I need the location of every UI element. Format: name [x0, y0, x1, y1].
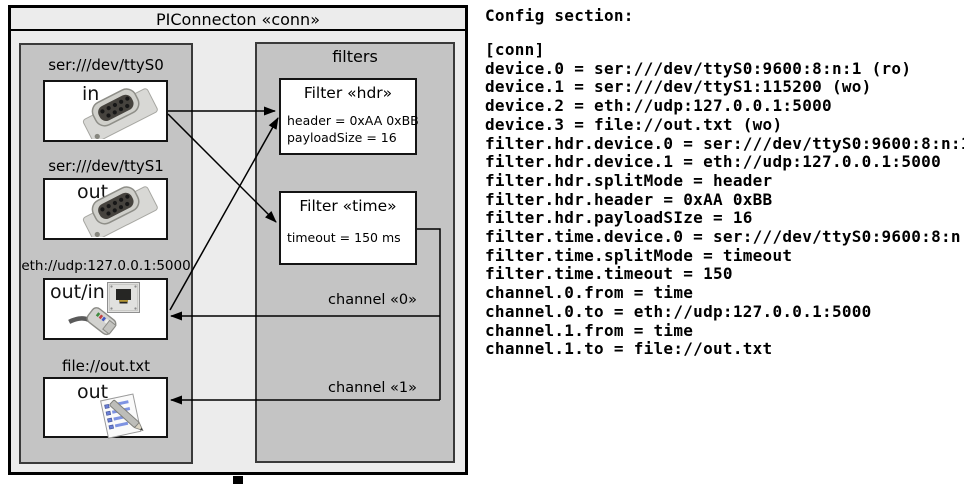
serial-port-icon: [82, 88, 158, 139]
filter-property: header = 0xAA 0xBB: [287, 113, 419, 128]
device-box-ttyS1: out: [43, 178, 168, 240]
config-heading: Config section:: [485, 6, 634, 25]
device-url-label: file://out.txt: [62, 357, 150, 375]
serial-port-icon: [82, 186, 158, 237]
filter-time-box: Filter «time» timeout = 150 ms: [279, 191, 417, 265]
filter-property: payloadSize = 16: [287, 130, 397, 145]
device-url-label: eth://udp:127.0.0.1:5000: [21, 258, 191, 274]
connector-diagram: PIConnecton «conn» ser:///dev/ttyS0 in: [8, 5, 468, 475]
filter-hdr-box: Filter «hdr» header = 0xAA 0xBB payloadS…: [279, 78, 419, 155]
devices-panel: ser:///dev/ttyS0 in: [19, 43, 193, 464]
filters-panel: filters Filter «hdr» header = 0xAA 0xBB …: [255, 42, 455, 463]
channel-1-label: channel «1»: [328, 380, 417, 396]
device-url-label: ser:///dev/ttyS0: [48, 56, 164, 74]
device-box-file: out: [43, 377, 168, 439]
device-box-eth: out/in: [43, 278, 168, 340]
filters-panel-title: filters: [332, 47, 378, 66]
config-text: [conn] device.0 = ser:///dev/ttyS0:9600:…: [485, 40, 964, 359]
device-url-label: ser:///dev/ttyS1: [48, 157, 164, 175]
device-direction: in: [82, 83, 100, 105]
device-box-ttyS0: in: [43, 80, 168, 142]
device-direction: out: [77, 381, 109, 403]
ethernet-cable-icon: [68, 307, 117, 336]
notepad-icon: [100, 393, 144, 439]
filter-title: Filter «hdr»: [303, 84, 393, 102]
diagram-title: PIConnecton «conn»: [11, 8, 465, 31]
channel-0-label: channel «0»: [328, 292, 417, 308]
ethernet-port-icon: [107, 282, 140, 313]
device-direction: out: [77, 181, 109, 203]
filter-property: timeout = 150 ms: [287, 230, 401, 245]
bottom-notch: [233, 476, 243, 484]
filter-title: Filter «time»: [299, 197, 397, 215]
device-direction: out/in: [50, 281, 105, 303]
